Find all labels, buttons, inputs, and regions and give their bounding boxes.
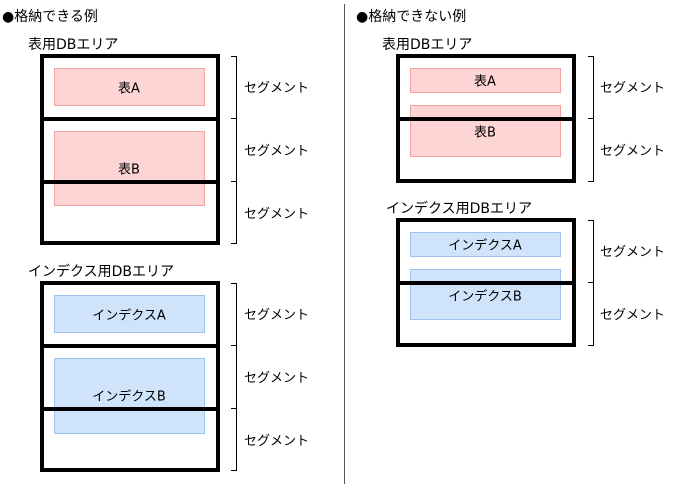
right-index-bracket-tick [588,282,594,283]
left-table-a-box [54,68,205,106]
left-table-bracket-tick [231,56,237,57]
left-index-segment-label: セグメント [244,371,310,386]
left-index-bracket-tick [231,283,237,284]
right-index-b-box [410,269,561,320]
right-index-divider-1 [396,281,576,285]
left-index-divider-2 [40,407,220,411]
right-table-bracket-tick [588,118,594,119]
left-table-area-frame [40,54,220,245]
left-table-segment-label: セグメント [244,144,310,159]
left-heading: ●格納できる例 [2,9,98,25]
left-table-bracket-tick [231,243,237,244]
left-index-bracket-tick [231,470,237,471]
left-index-divider-1 [40,344,220,348]
left-table-segment-label: セグメント [244,207,310,222]
left-index-bracket [236,283,237,471]
panel-separator [344,4,345,484]
left-table-b-label: 表B [118,162,140,178]
right-index-a-label: インデクスA [448,238,522,254]
right-table-area-label: 表用DBエリア [382,37,473,53]
left-index-area-frame [40,281,220,472]
right-index-segment-label: セグメント [600,308,666,323]
right-index-b-label: インデクスB [448,289,522,305]
left-table-divider-1 [40,117,220,121]
right-table-a-label: 表A [474,74,496,90]
right-table-segment-label: セグメント [600,81,666,96]
right-table-bracket-tick [588,56,594,57]
right-table-bracket-tick [588,181,594,182]
left-table-a-label: 表A [118,81,140,97]
right-heading: ●格納できない例 [356,9,467,25]
left-index-bracket-tick [231,345,237,346]
left-index-segment-label: セグメント [244,434,310,449]
right-table-divider-1 [396,117,576,121]
right-table-segment-label: セグメント [600,144,666,159]
left-index-bracket-tick [231,408,237,409]
right-index-segment-label: セグメント [600,245,666,260]
left-index-b-box [54,358,205,434]
left-table-b-box [54,131,205,206]
left-table-bracket-tick [231,118,237,119]
left-index-a-box [54,295,205,333]
right-table-a-box [410,68,561,93]
left-index-a-label: インデクスA [92,308,166,324]
left-table-bracket [236,56,237,243]
right-index-bracket-tick [588,220,594,221]
right-index-bracket-tick [588,345,594,346]
left-table-segment-label: セグメント [244,81,310,96]
left-table-divider-2 [40,180,220,184]
left-table-area-label: 表用DBエリア [28,37,119,53]
left-index-area-label: インデクス用DBエリア [28,264,174,280]
right-table-b-label: 表B [474,125,496,141]
left-index-segment-label: セグメント [244,308,310,323]
right-index-a-box [410,232,561,257]
right-index-area-label: インデクス用DBエリア [386,201,532,217]
right-table-b-box [410,105,561,157]
left-index-b-label: インデクスB [92,389,166,405]
left-table-bracket-tick [231,181,237,182]
